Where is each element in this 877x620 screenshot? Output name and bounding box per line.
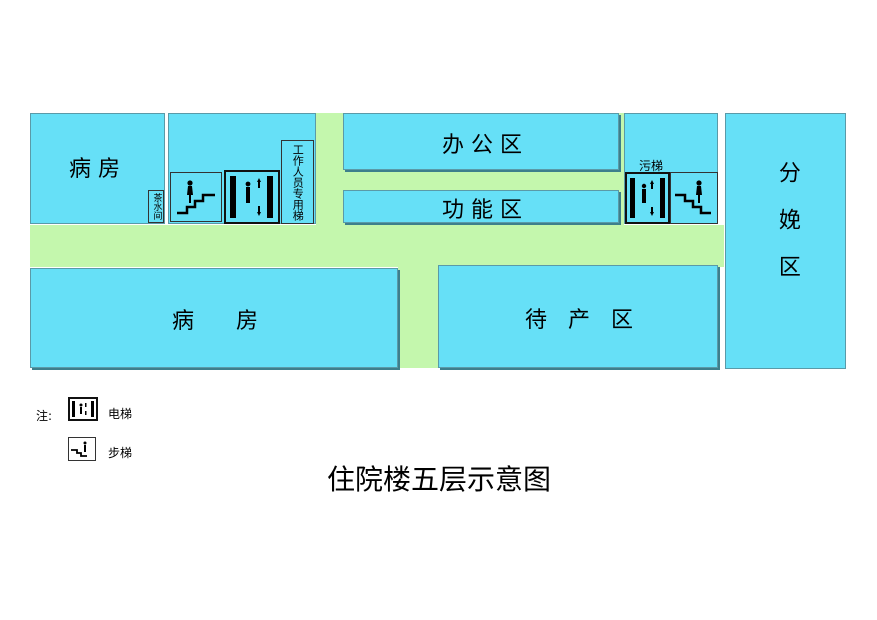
tea-room: 茶水间 (148, 190, 164, 223)
office-label: 办 公 区 (442, 132, 522, 158)
function-label: 功 能 区 (442, 197, 522, 223)
delivery-label: 分 娩 区 (774, 161, 800, 277)
delivery-room: 分 娩 区 (725, 113, 846, 369)
dirty-stairs-icon (670, 172, 718, 224)
dirty-elevator-label: 污梯 (638, 158, 663, 173)
stairs-icon (170, 172, 222, 222)
central-corridor (398, 225, 438, 368)
ward-bottom-label: 病 房 (172, 309, 258, 334)
waiting-room: 待 产 区 (438, 265, 718, 368)
staff-elevator-label: 工作人员专用梯 (291, 143, 305, 221)
page-title: 住院楼五层示意图 (326, 463, 551, 496)
legend-stairs-icon (68, 437, 96, 461)
elevator-icon (224, 170, 280, 224)
legend-elevator-label: 电梯 (108, 406, 133, 421)
main-corridor (30, 225, 724, 267)
ward-top-label: 病 房 (69, 156, 120, 182)
legend-elevator-icon (68, 397, 98, 421)
staff-elevator-room: 工作人员专用梯 (281, 140, 314, 224)
office-room: 办 公 区 (343, 113, 619, 170)
tea-room-label: 茶水间 (151, 193, 162, 220)
ward-bottom-room: 病 房 (30, 268, 398, 368)
legend-stairs-label: 步梯 (108, 445, 133, 460)
legend-note: 注: (36, 408, 53, 423)
waiting-label: 待 产 区 (525, 307, 633, 333)
function-room: 功 能 区 (343, 190, 619, 223)
dirty-elevator-icon (625, 172, 670, 224)
ward-top-room: 病 房 (30, 113, 165, 224)
